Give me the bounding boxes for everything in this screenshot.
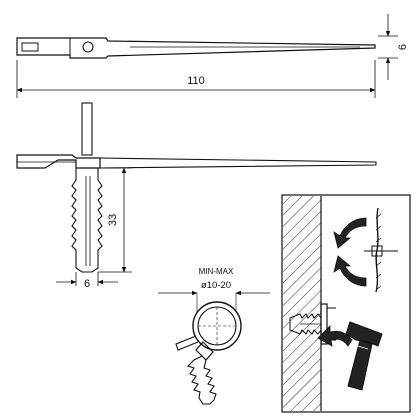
dimension-width: 6 — [378, 14, 409, 80]
inserted-anchor — [289, 303, 336, 345]
anchor-length-label: 33 — [107, 214, 119, 226]
dimension-anchor-width: 6 — [56, 272, 118, 290]
hammer-icon — [345, 321, 383, 391]
tie-top-view — [16, 37, 376, 59]
bundle-detail: MIN-MAX ø10-20 — [158, 267, 270, 405]
tie-side-view — [16, 102, 377, 273]
range-value: ø10-20 — [201, 280, 231, 291]
rotate-arrow-bottom — [333, 255, 367, 287]
dimension-length: 110 — [16, 60, 376, 98]
installation-panel — [281, 194, 411, 413]
width-label: 6 — [397, 44, 409, 50]
dimension-anchor-length: 33 — [98, 167, 132, 273]
range-caption: MIN-MAX — [199, 267, 234, 276]
length-label: 110 — [187, 75, 205, 87]
push-arrow — [317, 325, 353, 347]
wall-section — [283, 196, 321, 411]
rotate-arrow-top — [333, 217, 367, 249]
rotating-tie — [364, 207, 398, 293]
anchor-width-label: 6 — [84, 278, 90, 290]
